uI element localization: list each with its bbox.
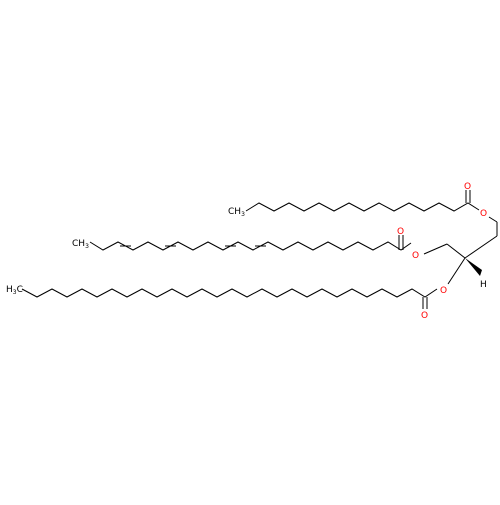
c1-c2-bond: [464, 235, 498, 259]
chain-bottom: [21, 288, 438, 309]
chain-middle: [89, 235, 412, 251]
methyl-bottom-label: H3C: [6, 285, 23, 296]
stereo-hydrogen: H: [480, 280, 487, 290]
methyl-top-label: CH3: [228, 207, 245, 218]
c2-c3-bond: [446, 243, 466, 259]
atom-labels: CH3 CH3 H3C O O O O O O H: [6, 182, 487, 321]
ester2-ether-oxygen: O: [412, 251, 419, 261]
chain-top-backbone: [245, 202, 480, 212]
ester1-oc-bond: [488, 216, 498, 223]
chain-bottom-backbone: [21, 288, 438, 298]
c3-o-bond: [423, 243, 448, 255]
chain-top: [245, 190, 498, 223]
ester1-carbonyl-oxygen: O: [464, 182, 471, 192]
c2-o-bond: [447, 257, 466, 285]
methyl-middle-label: CH3: [72, 239, 89, 250]
glycerol-backbone: [423, 222, 498, 285]
chain-middle-backbone: [89, 241, 412, 251]
ester3-ether-oxygen: O: [440, 286, 447, 296]
ester3-carbonyl-oxygen: O: [421, 311, 428, 321]
ester1-ether-oxygen: O: [480, 209, 487, 219]
ester2-carbonyl-oxygen: O: [397, 227, 404, 237]
stereo-wedge: [465, 258, 482, 276]
